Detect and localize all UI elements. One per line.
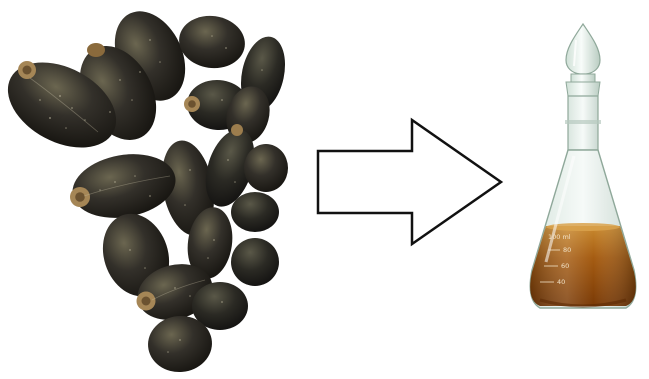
graduation-mark-60: 60: [561, 262, 569, 270]
seed: [244, 144, 288, 192]
seed: [231, 192, 279, 232]
seed: [176, 12, 249, 73]
erlenmeyer-flask: 100 ml 80 60 40: [530, 24, 636, 308]
arrow-right-icon: [318, 120, 501, 244]
seed: [231, 238, 279, 286]
glass-stopper: [566, 24, 600, 96]
seed-pile: [0, 0, 291, 375]
graduation-top-label: 100 ml: [548, 233, 571, 241]
seed: [67, 146, 180, 225]
graduation-mark-40: 40: [557, 278, 565, 286]
graduation-mark-80: 80: [563, 246, 571, 254]
oil-liquid: [530, 223, 636, 306]
